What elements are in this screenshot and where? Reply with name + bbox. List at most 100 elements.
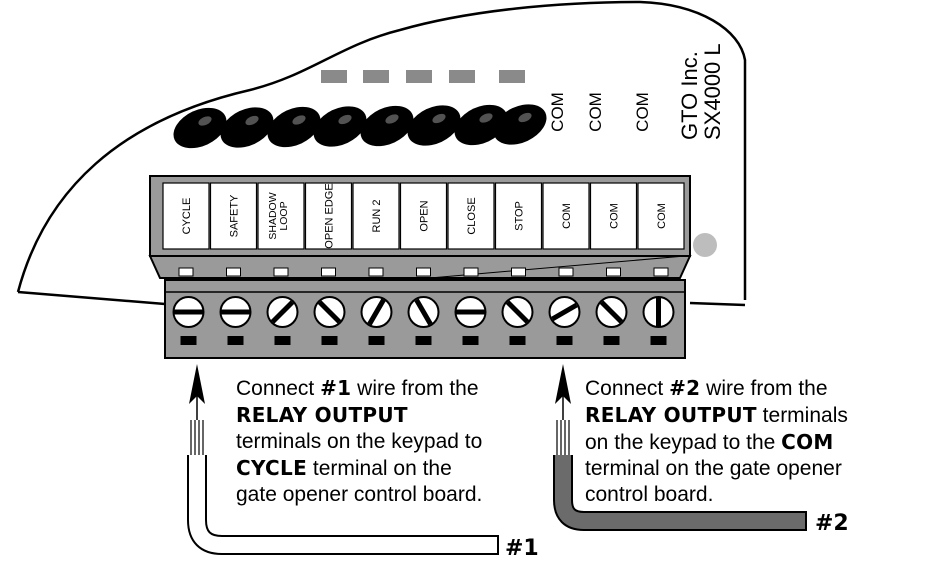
terminal-label-cell [589, 182, 638, 250]
note2-text: control board. [585, 483, 714, 506]
terminal-label: OPEN [419, 200, 431, 231]
terminal-contact [603, 336, 620, 345]
terminal-screw [313, 296, 346, 328]
terminal-label: STOP [514, 201, 526, 231]
note1-text: gate opener control board. [236, 483, 483, 506]
terminal-label: CLOSE [466, 197, 478, 234]
indicator-led [173, 107, 227, 149]
terminal-screw [172, 296, 205, 328]
terminal-label: COM [656, 203, 668, 229]
terminal-tab [653, 267, 669, 277]
note2-bold: #2 [669, 376, 701, 400]
note2-bold: COM [781, 430, 834, 454]
indicator-leds [173, 70, 547, 149]
terminal-tab [606, 267, 621, 277]
terminal-contact [227, 336, 244, 345]
terminal-label-cell [542, 182, 590, 250]
terminal-label: COM [609, 203, 621, 229]
terminal-label-cell [304, 182, 353, 250]
terminal-label-cell [352, 182, 400, 250]
terminal-contact [274, 336, 291, 345]
terminal-screw [266, 296, 299, 328]
indicator-dash [406, 70, 432, 83]
terminal-screw [407, 296, 440, 328]
indicator-led [407, 105, 461, 146]
upper-com-label: COM [633, 92, 652, 132]
terminal-label: OPEN EDGE [324, 183, 336, 248]
terminal-contact [415, 336, 432, 345]
note1-text: terminals on the keypad to [236, 430, 483, 453]
terminal-tab [558, 267, 574, 277]
terminal-contact [509, 336, 526, 345]
note1-text: wire from the [351, 377, 479, 400]
indicator-dash [499, 70, 525, 83]
wire-1 [187, 364, 499, 555]
note2-text: wire from the [700, 377, 828, 400]
terminal-label-cell [399, 182, 448, 250]
terminal-label: SHADOW [267, 192, 279, 239]
terminal-screw [642, 296, 675, 328]
terminal-tab [416, 267, 431, 277]
note2-text: terminal on the gate opener [585, 457, 842, 480]
terminal-label-cell [162, 182, 210, 250]
note1-bold: #1 [320, 376, 352, 400]
terminal-label: COM [561, 203, 573, 229]
terminal-label-cell [257, 182, 305, 250]
terminal-tab [226, 267, 241, 277]
terminal-screws [172, 296, 675, 345]
upper-com-labels: COM COM COM [548, 92, 652, 132]
note1-bold: CYCLE [236, 456, 308, 480]
terminal-label: CYCLE [181, 198, 193, 235]
terminal-contact [462, 336, 479, 345]
terminal-contact [321, 336, 338, 345]
note2-text: terminals [756, 404, 848, 427]
manufacturer-label: GTO Inc. [677, 51, 702, 140]
mounting-hole [693, 233, 717, 257]
terminal-screw [360, 296, 393, 328]
terminal-screw [501, 296, 534, 328]
board-bottom-edge [17, 290, 166, 306]
terminal-screw [454, 296, 487, 328]
control-board-outline [16, 0, 747, 300]
terminal-tab [368, 267, 384, 277]
wire-2 [553, 364, 807, 531]
indicator-led [493, 104, 547, 145]
terminal-contact [180, 336, 197, 345]
indicator-led [220, 107, 274, 148]
terminal-label-cell [637, 182, 685, 250]
instruction-wire-2: Connect #2 wire from the RELAY OUTPUT te… [585, 375, 848, 508]
terminal-label: SAFETY [229, 194, 241, 237]
indicator-led [360, 105, 414, 147]
terminal-tab [321, 267, 336, 277]
terminal-label: RUN 2 [371, 199, 383, 232]
terminal-tab [463, 267, 479, 277]
indicator-dash [363, 70, 389, 83]
wire-2-label: #2 [815, 511, 849, 536]
wire-1-label: #1 [505, 536, 539, 561]
terminal-tab [273, 267, 289, 277]
terminal-screw [595, 296, 628, 328]
terminal-label-cell [209, 182, 258, 250]
indicator-led [267, 106, 321, 148]
terminal-label: LOOP [278, 201, 290, 230]
note1-text: Connect [236, 377, 321, 400]
terminal-contact [556, 336, 573, 345]
terminal-contact [368, 336, 385, 345]
indicator-led [313, 106, 367, 147]
terminal-label-cell [447, 182, 495, 250]
note2-bold: RELAY OUTPUT [585, 403, 757, 427]
note2-text: on the keypad to the [585, 431, 782, 454]
upper-com-label: COM [548, 92, 567, 132]
indicator-dash [321, 70, 347, 83]
terminal-screw [219, 296, 252, 328]
instruction-wire-1: Connect #1 wire from the RELAY OUTPUT te… [236, 375, 482, 508]
terminal-contact [650, 336, 667, 345]
upper-com-label: COM [586, 92, 605, 132]
terminal-tab [178, 267, 194, 277]
terminal-screw [548, 296, 581, 328]
model-label: SX4000 L [700, 43, 725, 140]
terminal-label-cell [494, 182, 543, 250]
note2-text: Connect [585, 377, 670, 400]
terminal-tab [511, 267, 526, 277]
